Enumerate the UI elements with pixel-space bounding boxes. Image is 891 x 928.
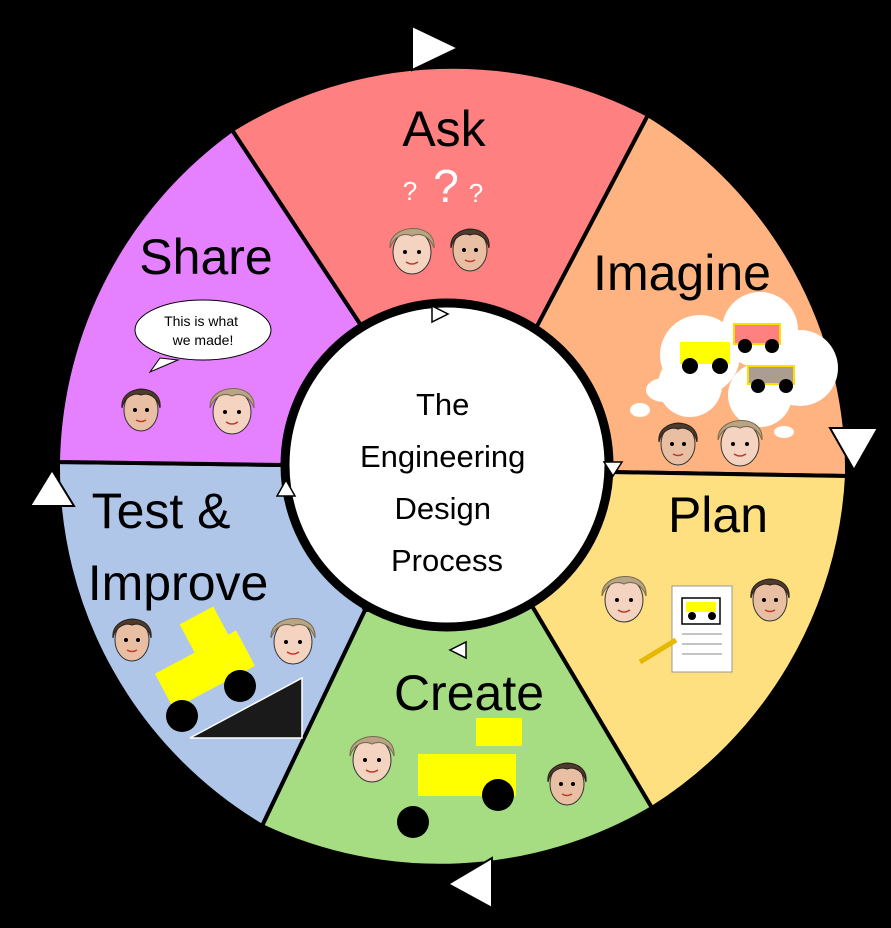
segment-share bbox=[55, 127, 365, 468]
step-share-label: Share bbox=[139, 229, 272, 285]
step-test-improve: Test & Improve bbox=[88, 483, 316, 739]
center-line-4: Process bbox=[391, 543, 503, 578]
step-imagine-label: Imagine bbox=[593, 245, 771, 301]
inner-cycle-arrows bbox=[275, 304, 624, 660]
step-create: Create bbox=[349, 665, 587, 838]
step-plan: Plan bbox=[601, 487, 790, 673]
step-ask: Ask ? ? ? bbox=[389, 101, 490, 275]
toy-car-icon bbox=[747, 365, 795, 393]
speech-bubble-text: This is what we made! bbox=[164, 313, 242, 348]
speech-bubble-icon bbox=[134, 299, 272, 374]
outer-arrow-bottom-icon bbox=[445, 856, 493, 910]
center-line-1: The bbox=[416, 387, 469, 422]
step-imagine: Imagine bbox=[593, 245, 838, 467]
question-mark-large: ? bbox=[433, 160, 459, 212]
inner-arrow-left-icon bbox=[275, 478, 297, 497]
step-share: Share This is what we made! bbox=[121, 229, 273, 435]
question-mark-small-left: ? bbox=[403, 176, 417, 206]
toy-car-on-ramp-icon bbox=[154, 606, 303, 739]
plan-paper-icon bbox=[671, 585, 733, 673]
pencil-icon bbox=[638, 637, 678, 665]
segment-ask bbox=[229, 64, 651, 333]
step-create-label: Create bbox=[394, 665, 544, 721]
speech-line-2: we made! bbox=[172, 332, 234, 348]
inner-arrow-top-icon bbox=[431, 304, 450, 324]
question-mark-small-right: ? bbox=[469, 178, 483, 208]
outer-cycle-arrows bbox=[28, 24, 880, 910]
inner-arrow-right-icon bbox=[602, 461, 624, 478]
inner-arrow-bottom-icon bbox=[448, 640, 467, 660]
outer-arrow-left-icon bbox=[28, 468, 76, 507]
center-line-3: Design bbox=[394, 491, 491, 526]
step-plan-label: Plan bbox=[668, 487, 768, 543]
outer-arrow-top-icon bbox=[411, 24, 461, 72]
center-line-2: Engineering bbox=[360, 439, 525, 474]
step-ask-label: Ask bbox=[402, 101, 486, 157]
outer-arrow-right-icon bbox=[828, 427, 880, 473]
step-test-improve-label: Test & Improve bbox=[88, 483, 269, 611]
toy-car-parts-icon bbox=[397, 718, 522, 838]
toy-car-icon bbox=[680, 342, 730, 374]
segment-create bbox=[259, 603, 655, 868]
step-test-label-line2: Improve bbox=[88, 555, 269, 611]
toy-car-icon bbox=[733, 323, 781, 353]
center-title: The Engineering Design Process bbox=[360, 387, 534, 578]
speech-line-1: This is what bbox=[164, 313, 238, 329]
step-test-label-line1: Test & bbox=[92, 483, 231, 539]
